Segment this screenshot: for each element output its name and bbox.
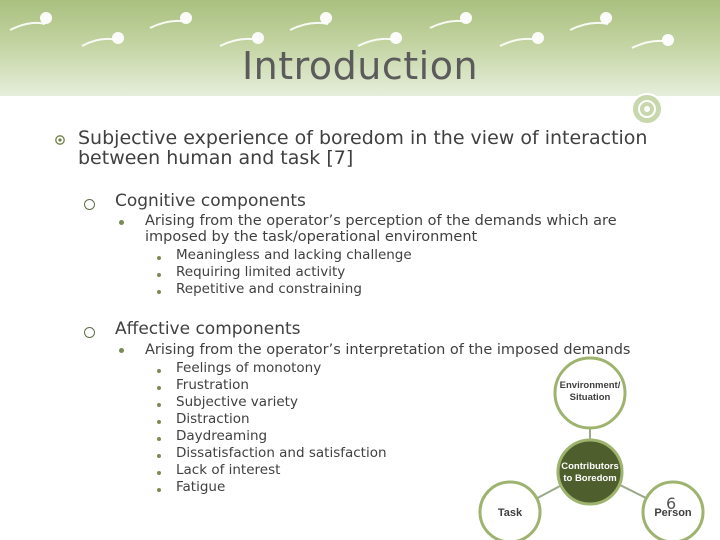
- circle-bullet-icon: [84, 199, 95, 210]
- person-label: Person: [654, 507, 692, 519]
- contributors-label: Contributors: [561, 461, 619, 472]
- section-detail-affective: Arising from the operator’s interpretati…: [145, 342, 631, 358]
- dot-bullet-icon: [157, 488, 161, 492]
- affective-item: Lack of interest: [176, 462, 281, 478]
- section-heading-cognitive: Cognitive components: [115, 191, 306, 211]
- page-number: 6: [666, 494, 677, 513]
- dot-bullet-icon: [157, 420, 161, 424]
- affective-item: Dissatisfaction and satisfaction: [176, 445, 387, 461]
- dot-bullet-icon: [157, 403, 161, 407]
- cognitive-item: Requiring limited activity: [176, 264, 346, 280]
- cognitive-item: Meaningless and lacking challenge: [176, 247, 412, 263]
- boredom-diagram: Environment/ Situation Contributors to B…: [478, 356, 705, 540]
- header-band: Introduction: [0, 0, 720, 96]
- affective-item: Subjective variety: [176, 394, 298, 410]
- contributors-node: [556, 438, 624, 506]
- dot-bullet-icon: [119, 220, 124, 225]
- dot-bullet-icon: [157, 273, 161, 277]
- gear-emblem-icon: [631, 93, 663, 125]
- dot-bullet-icon: [157, 454, 161, 458]
- section-heading-affective: Affective components: [115, 319, 301, 339]
- task-node: [478, 480, 542, 540]
- dot-bullet-icon: [157, 471, 161, 475]
- affective-item: Distraction: [176, 411, 250, 427]
- floral-decoration: [9, 12, 674, 49]
- slide-title: Introduction: [241, 44, 479, 88]
- dot-bullet-icon: [157, 369, 161, 373]
- dot-bullet-icon: [119, 348, 124, 353]
- dot-bullet-icon: [157, 256, 161, 260]
- task-label: Task: [498, 507, 523, 519]
- sun-bullet-icon: [55, 135, 65, 145]
- environment-label: Situation: [570, 392, 611, 403]
- dot-bullet-icon: [157, 437, 161, 441]
- cognitive-item: Repetitive and constraining: [176, 281, 362, 297]
- environment-node: [553, 356, 627, 430]
- contributors-label: to Boredom: [563, 473, 616, 484]
- dot-bullet-icon: [157, 290, 161, 294]
- affective-item: Fatigue: [176, 479, 226, 495]
- affective-item: Frustration: [176, 377, 249, 393]
- person-node: [641, 480, 705, 540]
- circle-bullet-icon: [84, 327, 95, 338]
- environment-label: Environment/: [560, 380, 621, 391]
- section-detail-cognitive: Arising from the operator’s perception o…: [145, 213, 617, 245]
- main-point: Subjective experience of boredom in the …: [78, 127, 648, 169]
- affective-item: Feelings of monotony: [176, 360, 322, 376]
- affective-item: Daydreaming: [176, 428, 268, 444]
- dot-bullet-icon: [157, 386, 161, 390]
